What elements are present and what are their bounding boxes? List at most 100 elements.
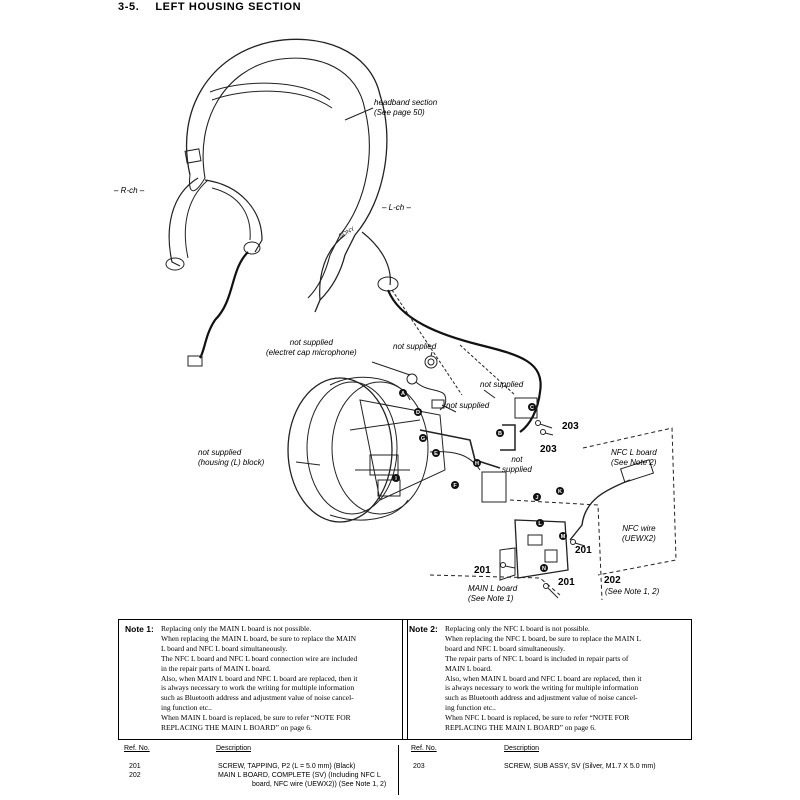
lch-label: – L-ch – xyxy=(382,203,411,212)
not-supplied-label-4-line1: not xyxy=(511,455,523,464)
ref-201-bottom: 201 xyxy=(558,577,575,588)
note-2-line: MAIN L board. xyxy=(445,663,493,673)
nfc-board-label: NFC L board (See Note 2) xyxy=(611,448,657,468)
connector-marker-c: C xyxy=(528,403,536,411)
parts-header-desc-right: Description xyxy=(504,745,540,752)
nfc-board-shape xyxy=(619,459,655,483)
note-1-title: Note 1: xyxy=(125,624,154,634)
note-2-line: The repair parts of NFC L board is inclu… xyxy=(445,653,629,663)
housing-block-illustration xyxy=(287,376,446,523)
svg-text:L: L xyxy=(538,521,542,527)
note-2-line: When NFC L board is replaced, be sure to… xyxy=(445,713,630,723)
page-title: 3-5. LEFT HOUSING SECTION xyxy=(118,1,301,13)
svg-text:I: I xyxy=(395,476,397,482)
svg-text:C: C xyxy=(530,405,534,411)
svg-text:J: J xyxy=(535,495,538,501)
nfc-wire-label-line2: (UEWX2) xyxy=(622,534,656,543)
svg-text:H: H xyxy=(475,461,479,467)
note-1-line: Also, when MAIN L board and NFC L board … xyxy=(161,673,358,683)
housing-label: not supplied (housing (L) block) xyxy=(198,448,264,468)
main-board-label-line1: MAIN L board xyxy=(468,584,518,593)
connector-marker-l: L xyxy=(536,519,544,527)
note-1-line: ing function etc.. xyxy=(161,703,212,713)
connector-marker-a: A xyxy=(399,389,407,397)
nfc-wire-label-line1: NFC wire xyxy=(622,524,656,533)
note-2-line: Also, when MAIN L board and NFC L board … xyxy=(445,673,642,683)
headband-label-line2: (See page 50) xyxy=(374,108,425,117)
note-1-line: Replacing only the MAIN L board is not p… xyxy=(161,624,312,633)
note-2-title: Note 2: xyxy=(409,624,438,634)
parts-header-desc-left: Description xyxy=(216,745,252,752)
not-supplied-label-3: not supplied xyxy=(446,401,490,410)
svg-text:E: E xyxy=(434,451,438,457)
note-1-line: such as Bluetooth address and adjustment… xyxy=(161,693,354,703)
connector-marker-b: B xyxy=(496,429,504,437)
ref-201-left: 201 xyxy=(474,565,491,576)
svg-text:G: G xyxy=(421,436,425,442)
screws xyxy=(500,420,586,599)
note-2-line: Replacing only the NFC L board is not po… xyxy=(445,624,590,633)
rch-connector xyxy=(187,355,203,367)
note-1-line: The NFC L board and NFC L board connecti… xyxy=(161,653,358,663)
exploded-view-diagram: SONY xyxy=(165,38,677,601)
ref-203-upper: 203 xyxy=(562,421,579,432)
svg-text:K: K xyxy=(558,489,562,495)
ref-201-right: 201 xyxy=(575,545,592,556)
connector-marker-e: E xyxy=(432,449,440,457)
connector-marker-d: D xyxy=(414,408,422,416)
svg-text:A: A xyxy=(401,391,405,397)
not-supplied-label-4-line2: supplied xyxy=(502,465,532,474)
note-1-line: When MAIN L board is replaced, be sure t… xyxy=(161,713,351,723)
microphone-label: not supplied (electret cap microphone) xyxy=(266,338,357,358)
svg-text:B: B xyxy=(498,431,502,437)
note-1-box: Note 1: Replacing only the MAIN L board … xyxy=(118,619,408,740)
connector-markers: A B C D E F G H I J K L M N xyxy=(392,389,567,572)
connector-marker-h: H xyxy=(473,459,481,467)
headband-illustration: SONY xyxy=(165,38,399,313)
parts-header-ref-left: Ref. No. xyxy=(124,745,150,752)
not-supplied-label-1: not supplied xyxy=(393,342,437,351)
parts-ref-201: 201 xyxy=(129,763,141,770)
microphone-label-line1: not supplied xyxy=(289,338,333,347)
parts-ref-202: 202 xyxy=(129,772,141,779)
rch-label: – R-ch – xyxy=(114,186,145,195)
note-2-line: When replacing the NFC L board, be sure … xyxy=(445,633,642,643)
housing-label-line1: not supplied xyxy=(198,448,242,457)
svg-text:D: D xyxy=(416,410,420,416)
note-2-box: Note 2: Replacing only the NFC L board i… xyxy=(402,619,692,740)
ref-203-lower: 203 xyxy=(540,444,557,455)
parts-desc-203: SCREW, SUB ASSY, SV (Silver, M1.7 X 5.0 … xyxy=(504,763,656,770)
section-number: 3-5. xyxy=(118,1,140,13)
nfc-wire-label: NFC wire (UEWX2) xyxy=(622,524,656,544)
main-board-label: MAIN L board (See Note 1) xyxy=(468,584,517,604)
headband-label-line1: headband section xyxy=(374,98,438,107)
note-1-line: is always necessary to work the writing … xyxy=(161,683,355,693)
parts-header-ref-right: Ref. No. xyxy=(411,745,437,752)
nfc-board-label-line1: NFC L board xyxy=(611,448,657,457)
parts-list-divider xyxy=(398,745,399,795)
nfc-board-label-line2: (See Note 2) xyxy=(611,458,657,467)
parts-desc-202-cont: board, NFC wire (UEWX2)) (See Note 1, 2) xyxy=(252,781,387,788)
main-board-label-line2: (See Note 1) xyxy=(468,594,514,603)
note-1-line: REPLACING THE MAIN L BOARD” on page 6. xyxy=(161,723,312,733)
svg-text:M: M xyxy=(561,534,566,540)
not-supplied-label-4: not supplied xyxy=(502,455,532,475)
note-2-line: is always necessary to work the writing … xyxy=(445,683,639,693)
note-1-line: in the repair parts of MAIN L board. xyxy=(161,663,271,673)
connector-marker-g: G xyxy=(419,434,427,442)
connector-marker-j: J xyxy=(533,493,541,501)
svg-text:F: F xyxy=(453,483,457,489)
parts-desc-202: MAIN L BOARD, COMPLETE (SV) (Including N… xyxy=(218,772,381,779)
note-1-line: When replacing the MAIN L board, be sure… xyxy=(161,633,357,643)
connector-marker-m: M xyxy=(559,532,567,540)
note-1-line: L board and NFC L board simultaneously. xyxy=(161,643,288,653)
ref-202: 202 xyxy=(604,575,621,586)
headband-label: headband section (See page 50) xyxy=(374,98,437,118)
see-note-label: (See Note 1, 2) xyxy=(605,587,660,596)
note-2-line: REPLACING THE MAIN L BOARD” on page 6. xyxy=(445,723,596,733)
section-title: LEFT HOUSING SECTION xyxy=(155,1,302,13)
note-2-line: such as Bluetooth address and adjustment… xyxy=(445,693,638,703)
connector-marker-f: F xyxy=(451,481,459,489)
connector-marker-n: N xyxy=(540,564,548,572)
parts-ref-203: 203 xyxy=(413,763,425,770)
